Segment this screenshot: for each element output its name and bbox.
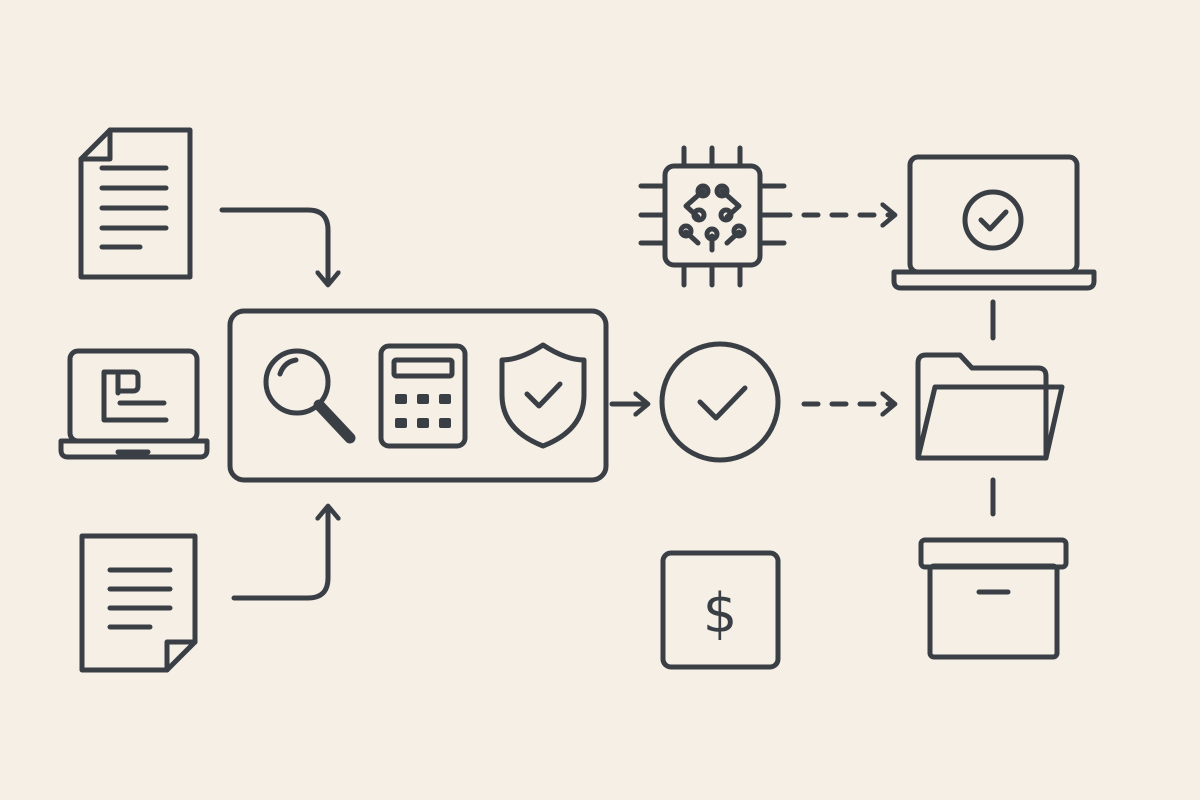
laptop-document-icon xyxy=(58,348,210,460)
dollar-icon: $ xyxy=(660,550,781,670)
calculator-icon xyxy=(378,343,468,449)
check-circle-icon xyxy=(659,341,781,463)
shield-check-icon xyxy=(499,342,587,449)
archive-box-icon xyxy=(918,537,1069,660)
chip-icon xyxy=(638,145,787,288)
laptop-check-icon xyxy=(891,154,1097,291)
folder-icon xyxy=(915,352,1065,461)
arrow-doc-to-box xyxy=(219,207,328,283)
verification-box xyxy=(227,308,609,483)
document-icon-top xyxy=(78,127,193,280)
document-icon-bottom xyxy=(79,533,198,673)
arrow-doc2-to-box xyxy=(231,508,328,601)
magnifier-icon xyxy=(263,348,356,444)
dollar-symbol: $ xyxy=(703,582,737,645)
